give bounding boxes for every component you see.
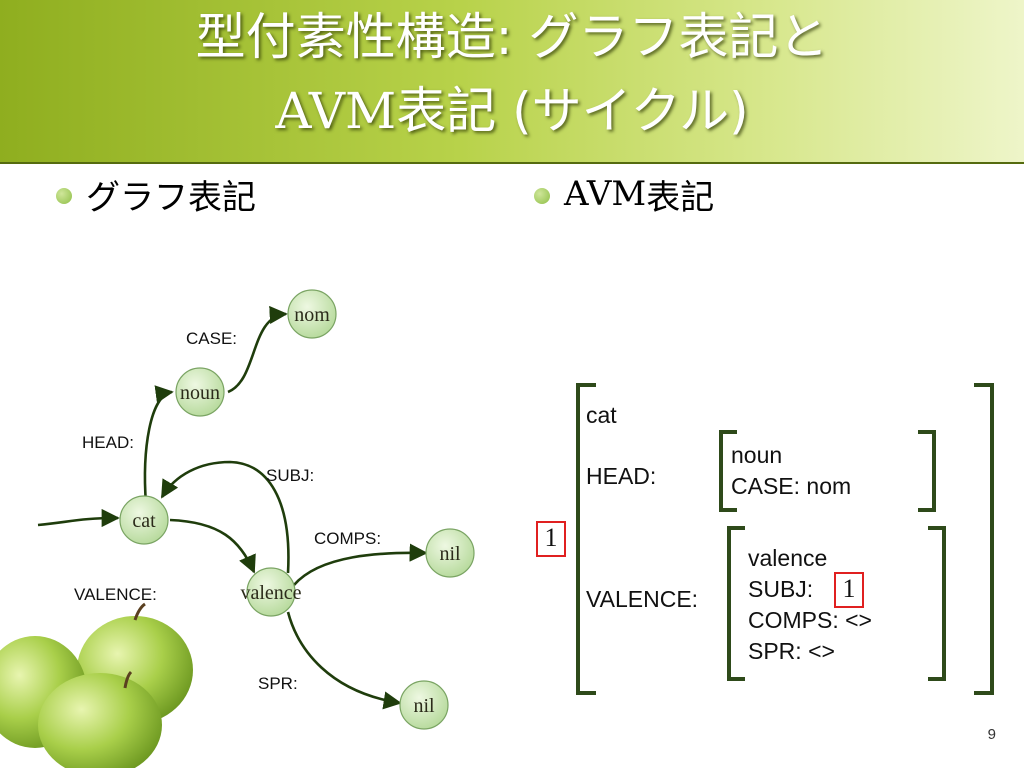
head-left-bracket [719, 430, 737, 512]
outer-left-bracket [576, 383, 596, 695]
edge-label-comps: COMPS: [314, 529, 381, 548]
node-valence: valence [240, 567, 302, 617]
svg-text:nil: nil [439, 543, 461, 565]
bullet-dot-icon [56, 188, 72, 204]
edge-spr [286, 611, 402, 710]
title-bar: 型付素性構造: グラフ表記と AVM表記 (サイクル) [0, 0, 1024, 164]
page-number: 9 [987, 726, 996, 743]
edge-label-head: HEAD: [82, 433, 134, 452]
bullet-graph-notation: グラフ表記 [56, 172, 256, 218]
valence-right-bracket [928, 526, 946, 681]
svg-text:cat: cat [132, 510, 156, 532]
head-right-bracket [918, 430, 936, 512]
avm-head-type: noun [731, 442, 783, 468]
node-nom: nom [287, 289, 337, 339]
avm-tag-subj: 1 [834, 572, 864, 608]
bullet-avm-text: AVM [564, 174, 647, 214]
slide-title-line1: 型付素性構造: グラフ表記と [195, 8, 829, 66]
node-nil-spr: nil [399, 680, 449, 730]
apples-image [0, 602, 193, 768]
svg-text:valence: valence [240, 582, 301, 604]
edge-valence [169, 518, 256, 574]
avm-valence-label: VALENCE: [586, 586, 699, 612]
node-nil-comps: nil [425, 528, 475, 578]
valence-left-bracket [727, 526, 745, 681]
edge-label-spr: SPR: [258, 674, 298, 693]
avm-subj: SUBJ: [748, 576, 814, 602]
avm-comps: COMPS: <> [748, 607, 872, 633]
avm-valence-type: valence [748, 545, 828, 571]
avm-spr: SPR: <> [748, 638, 835, 664]
edge-label-case: CASE: [186, 329, 237, 348]
outer-right-bracket [974, 383, 994, 695]
edge-case [227, 305, 288, 394]
bullet-dot-icon [534, 188, 550, 204]
bullet-graph-text: グラフ表記 [86, 177, 256, 218]
svg-text:noun: noun [180, 382, 220, 404]
avm-head-label: HEAD: [586, 463, 657, 489]
avm-type: cat [586, 402, 617, 428]
edge-entry [37, 508, 120, 528]
title-rest: 表記 (サイクル) [396, 82, 749, 140]
svg-text:nom: nom [294, 304, 330, 326]
avm-head-case: CASE: nom [731, 473, 852, 499]
node-noun: noun [175, 367, 225, 417]
title-avm: AVM [275, 82, 397, 140]
edge-label-subj: SUBJ: [266, 466, 314, 485]
avm-tag-outer: 1 [536, 521, 566, 557]
edge-comps [293, 543, 428, 586]
edge-subj [160, 460, 290, 574]
svg-text:nil: nil [413, 695, 435, 717]
bullet-avm-rest: 表記 [646, 177, 715, 218]
edge-head [143, 385, 174, 505]
node-cat: cat [119, 495, 169, 545]
edge-label-valence: VALENCE: [74, 585, 157, 604]
slide-title-line2: AVM表記 (サイクル) [0, 82, 1024, 140]
